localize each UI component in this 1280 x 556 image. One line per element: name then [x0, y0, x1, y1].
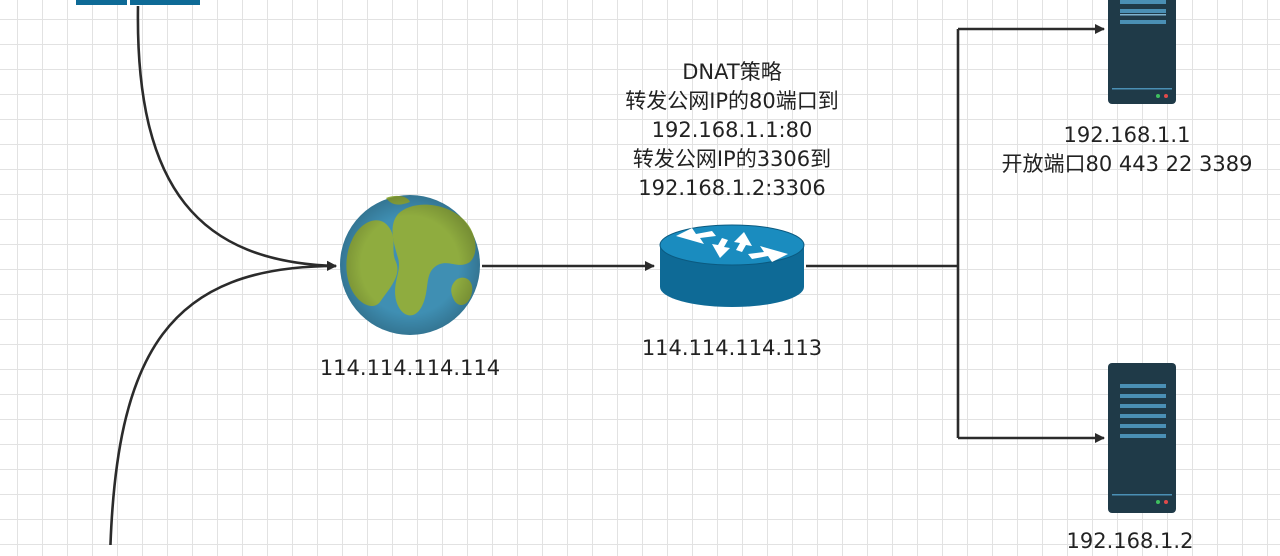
- server1-ip: 192.168.1.1: [1063, 123, 1191, 147]
- client-to-internet-link-top: [136, 5, 337, 271]
- dnat-policy-rule1-target: 192.168.1.1:80: [651, 118, 813, 142]
- internet-ip-label: 114.114.114.114: [319, 356, 501, 380]
- server2-icon: [1108, 363, 1176, 513]
- dnat-policy-rule2-target: 192.168.1.2:3306: [638, 176, 826, 200]
- server1-ports: 开放端口80 443 22 3389: [1001, 152, 1253, 176]
- dnat-policy-title: DNAT策略: [682, 60, 782, 84]
- client-device-icon: [76, 0, 200, 5]
- dnat-policy-label: DNAT策略 转发公网IP的80端口到 192.168.1.1:80 转发公网I…: [582, 58, 882, 203]
- server1-icon: [1108, 0, 1176, 104]
- server2-ip-label: 192.168.1.2: [1066, 529, 1194, 553]
- server1-label: 192.168.1.1 开放端口80 443 22 3389: [972, 121, 1280, 179]
- globe-icon: [340, 195, 480, 335]
- client-to-internet-link-bottom: [109, 261, 337, 545]
- router-ip-label: 114.114.114.113: [641, 336, 823, 360]
- dnat-policy-rule1: 转发公网IP的80端口到: [625, 89, 839, 113]
- router-icon: [659, 224, 805, 307]
- dnat-policy-rule2: 转发公网IP的3306到: [632, 147, 832, 171]
